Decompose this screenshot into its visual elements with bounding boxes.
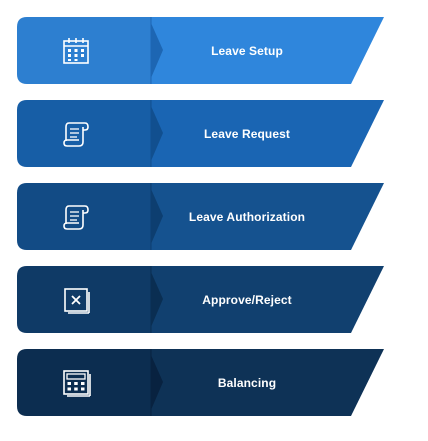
step-body	[135, 100, 384, 167]
step-pointer	[151, 23, 163, 78]
step-pointer	[151, 106, 163, 161]
scroll-icon	[59, 200, 93, 234]
step-connector	[135, 17, 151, 84]
step-approve-reject: Approve/Reject	[17, 266, 384, 333]
step-label: Leave Setup	[211, 43, 283, 58]
scroll-icon	[59, 117, 93, 151]
calculator-icon	[59, 366, 93, 400]
close-box-icon	[59, 283, 93, 317]
step-leave-authorization: Leave Authorization	[17, 183, 384, 250]
step-connector	[135, 183, 151, 250]
step-connector	[135, 266, 151, 333]
step-shape	[17, 100, 384, 167]
step-body	[135, 183, 384, 250]
step-body	[135, 349, 384, 416]
step-label: Leave Authorization	[188, 209, 306, 224]
calendar-icon	[59, 34, 93, 68]
step-pointer	[151, 189, 163, 244]
step-label: Leave Request	[203, 126, 290, 141]
step-label: Balancing	[217, 375, 277, 390]
step-pointer	[151, 355, 163, 410]
step-leave-request: Leave Request	[17, 100, 384, 167]
step-body	[135, 266, 384, 333]
step-leave-setup: Leave Setup	[17, 17, 384, 84]
step-body	[135, 17, 384, 84]
step-connector	[135, 100, 151, 167]
step-connector	[135, 349, 151, 416]
step-pointer	[151, 272, 163, 327]
step-balancing: Balancing	[17, 349, 384, 416]
step-label: Approve/Reject	[202, 292, 292, 307]
